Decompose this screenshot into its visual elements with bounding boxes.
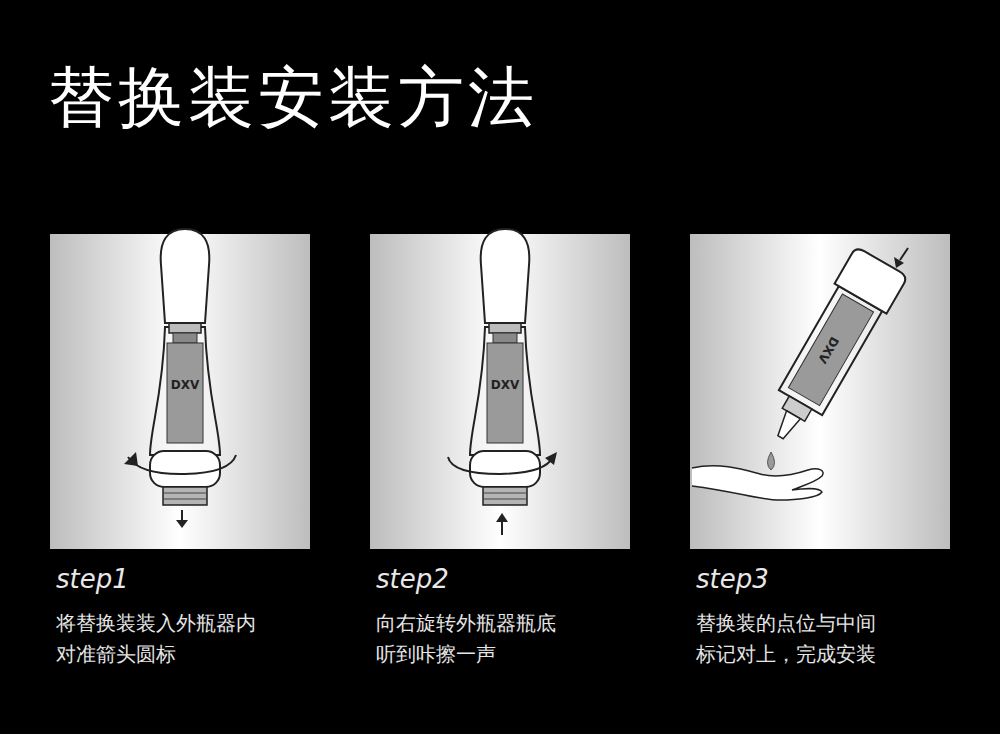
step-panel: step2 向右旋转外瓶器瓶底 听到咔擦一声	[370, 234, 630, 670]
arrowhead	[176, 520, 188, 528]
bottle	[150, 229, 220, 505]
step-heading: step2	[370, 562, 630, 596]
step-description: 替换装的点位与中间 标记对上，完成安装	[690, 608, 946, 670]
rotate-arrow	[448, 457, 552, 474]
arrowhead	[496, 513, 508, 522]
press-arrow	[900, 248, 908, 260]
step-description: 向右旋转外瓶器瓶底 听到咔擦一声	[370, 608, 626, 670]
brand-mark: DXV	[171, 378, 200, 392]
arrowhead	[894, 257, 904, 268]
step-panel: step1 将替换装装入外瓶器内 对准箭头圆标	[50, 234, 310, 670]
brand-mark: DXV	[491, 378, 520, 392]
page-title: 替换装安装方法	[48, 58, 538, 138]
up-arrow	[501, 520, 503, 535]
panel	[690, 234, 950, 549]
arrowhead	[545, 452, 557, 465]
step-heading: step3	[690, 562, 950, 596]
step-heading: step1	[50, 562, 310, 596]
step-panel: step3 替换装的点位与中间 标记对上，完成安装	[690, 234, 950, 670]
arrowhead	[124, 452, 138, 466]
step-description: 将替换装装入外瓶器内 对准箭头圆标	[50, 608, 306, 670]
drop	[768, 452, 775, 470]
tilted-bottle	[755, 246, 908, 452]
hand	[692, 466, 823, 500]
rotate-arrow	[128, 455, 236, 474]
bottle	[470, 229, 540, 505]
